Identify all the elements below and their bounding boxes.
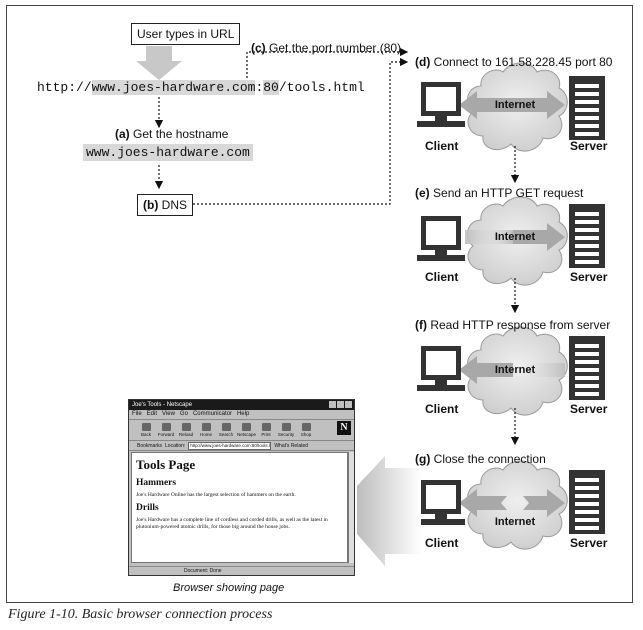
close-icon[interactable] <box>345 401 352 408</box>
menu-go[interactable]: Go <box>179 411 188 417</box>
netscape-button[interactable]: Netscape <box>237 422 256 440</box>
panel-f <box>417 326 605 416</box>
browser-content: Tools Page Hammers Joe's Hardware Online… <box>131 452 348 563</box>
back-button[interactable]: Back <box>137 422 155 440</box>
back-icon <box>141 423 151 431</box>
panel-g <box>417 460 605 550</box>
page-title: Tools Page <box>136 457 196 472</box>
section-hammers-text: Joe's Hardware Online has the largest se… <box>136 492 296 498</box>
panel-e <box>417 196 605 286</box>
client-label-g: Client <box>425 536 459 550</box>
section-drills-text: Joe's Hardware has a complete line of co… <box>136 517 328 530</box>
reload-icon <box>181 423 191 431</box>
reload-button[interactable]: Reload <box>177 422 195 440</box>
browser-titlebar: Joe's Tools - Netscape <box>129 400 354 410</box>
server-label-e: Server <box>570 270 608 284</box>
bookmarks-button[interactable]: Bookmarks <box>137 442 163 449</box>
forward-icon <box>161 423 171 431</box>
security-button[interactable]: Security <box>277 422 295 440</box>
menu-edit[interactable]: Edit <box>146 411 158 417</box>
home-icon <box>201 423 211 431</box>
step-g: (g) Close the connection <box>415 452 546 466</box>
step-f: (f) Read HTTP response from server <box>415 318 611 332</box>
client-label-e: Client <box>425 270 459 284</box>
step-c: (c) Get the port number (80) <box>251 41 402 55</box>
full-url: http://www.joes-hardware.com:80/tools.ht… <box>37 80 365 95</box>
print-icon <box>261 423 271 431</box>
minimize-icon[interactable] <box>329 401 336 408</box>
menu-help[interactable]: Help <box>236 411 250 417</box>
client-label-d: Client <box>425 139 459 153</box>
section-drills-heading: Drills <box>136 503 159 513</box>
browser-menubar: File Edit View Go Communicator Help <box>129 410 354 420</box>
location-bar: Bookmarks Location: http://www.joes-hard… <box>129 441 354 451</box>
server-label-d: Server <box>570 139 608 153</box>
print-button[interactable]: Print <box>257 422 275 440</box>
location-label: Location: <box>165 442 186 449</box>
server-label-f: Server <box>570 402 608 416</box>
server-label-g: Server <box>570 536 608 550</box>
browser-window: Joe's Tools - Netscape File Edit View Go… <box>128 399 355 576</box>
figure-frame: User types in URL http://www.joes-hardwa… <box>6 5 633 603</box>
internet-label-e: Internet <box>494 231 536 243</box>
section-hammers-heading: Hammers <box>136 478 177 488</box>
hostname-display: www.joes-hardware.com <box>83 144 253 161</box>
step-a: (a) Get the hostname <box>115 127 229 141</box>
vertical-scrollbar[interactable] <box>348 452 354 563</box>
internet-label-d: Internet <box>494 99 536 111</box>
browser-caption: Browser showing page <box>173 582 285 594</box>
netscape-icon <box>241 423 251 431</box>
search-icon <box>221 423 231 431</box>
figure-caption: Figure 1-10. Basic browser connection pr… <box>8 607 273 622</box>
dns-box: (b) DNS <box>137 194 194 216</box>
big-arrow-icon <box>357 456 421 566</box>
step-e: (e) Send an HTTP GET request <box>415 186 584 200</box>
menu-file[interactable]: File <box>132 411 142 417</box>
shop-button[interactable]: Shop <box>297 422 315 440</box>
forward-button[interactable]: Forward <box>157 422 175 440</box>
browser-toolbar: Back Forward Reload Home Search Netscape… <box>129 420 354 441</box>
search-button[interactable]: Search <box>217 422 235 440</box>
netscape-logo-icon: N <box>337 421 351 435</box>
maximize-icon[interactable] <box>337 401 344 408</box>
home-button[interactable]: Home <box>197 422 215 440</box>
diagram-canvas <box>136 46 605 566</box>
internet-label-g: Internet <box>494 516 536 528</box>
whats-related-button[interactable]: What's Related <box>274 442 309 449</box>
step-d: (d) Connect to 161.58.228.45 port 80 <box>415 55 613 69</box>
status-bar: Document: Done <box>129 566 354 575</box>
shop-icon <box>301 423 311 431</box>
client-label-f: Client <box>425 402 459 416</box>
menu-communicator[interactable]: Communicator <box>192 411 232 417</box>
lock-icon <box>281 423 291 431</box>
url-input-box: User types in URL <box>131 23 241 45</box>
internet-label-f: Internet <box>494 364 536 376</box>
location-input[interactable]: http://www.joes-hardware.com:80/tools.ht… <box>188 441 272 450</box>
down-arrow-icon <box>136 46 182 80</box>
panel-d <box>417 62 605 152</box>
menu-view[interactable]: View <box>162 411 175 417</box>
